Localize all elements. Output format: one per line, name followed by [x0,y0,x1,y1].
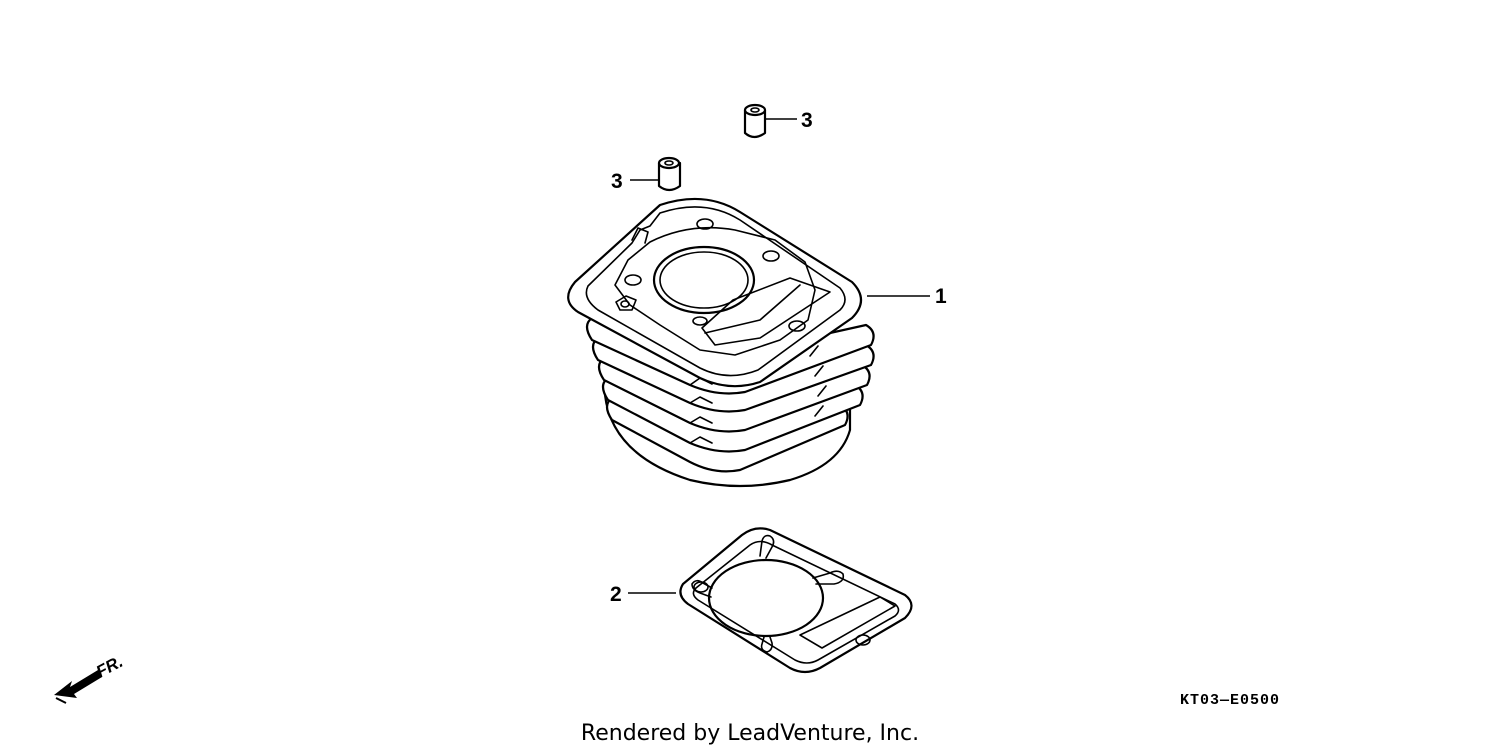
callout-label: 1 [935,285,947,308]
cylinder[interactable] [567,197,875,488]
callout-3-rear: 3 [765,109,813,132]
callout-1: 1 [867,285,947,308]
dowel-pin-front[interactable] [657,156,682,192]
callout-label: 3 [801,109,813,132]
callout-label: 3 [611,170,623,193]
cylinder-gasket[interactable] [679,527,913,674]
front-direction-arrow-icon [54,670,102,704]
callout-2: 2 [610,583,676,606]
footer-credit: Rendered by LeadVenture, Inc. [581,721,919,746]
diagram-code: KT03—E0500 [1180,692,1280,709]
callout-label: 2 [610,583,622,606]
front-direction-indicator: FR. [54,652,126,704]
callout-3-front: 3 [611,170,659,193]
dowel-pin-rear[interactable] [743,103,767,139]
